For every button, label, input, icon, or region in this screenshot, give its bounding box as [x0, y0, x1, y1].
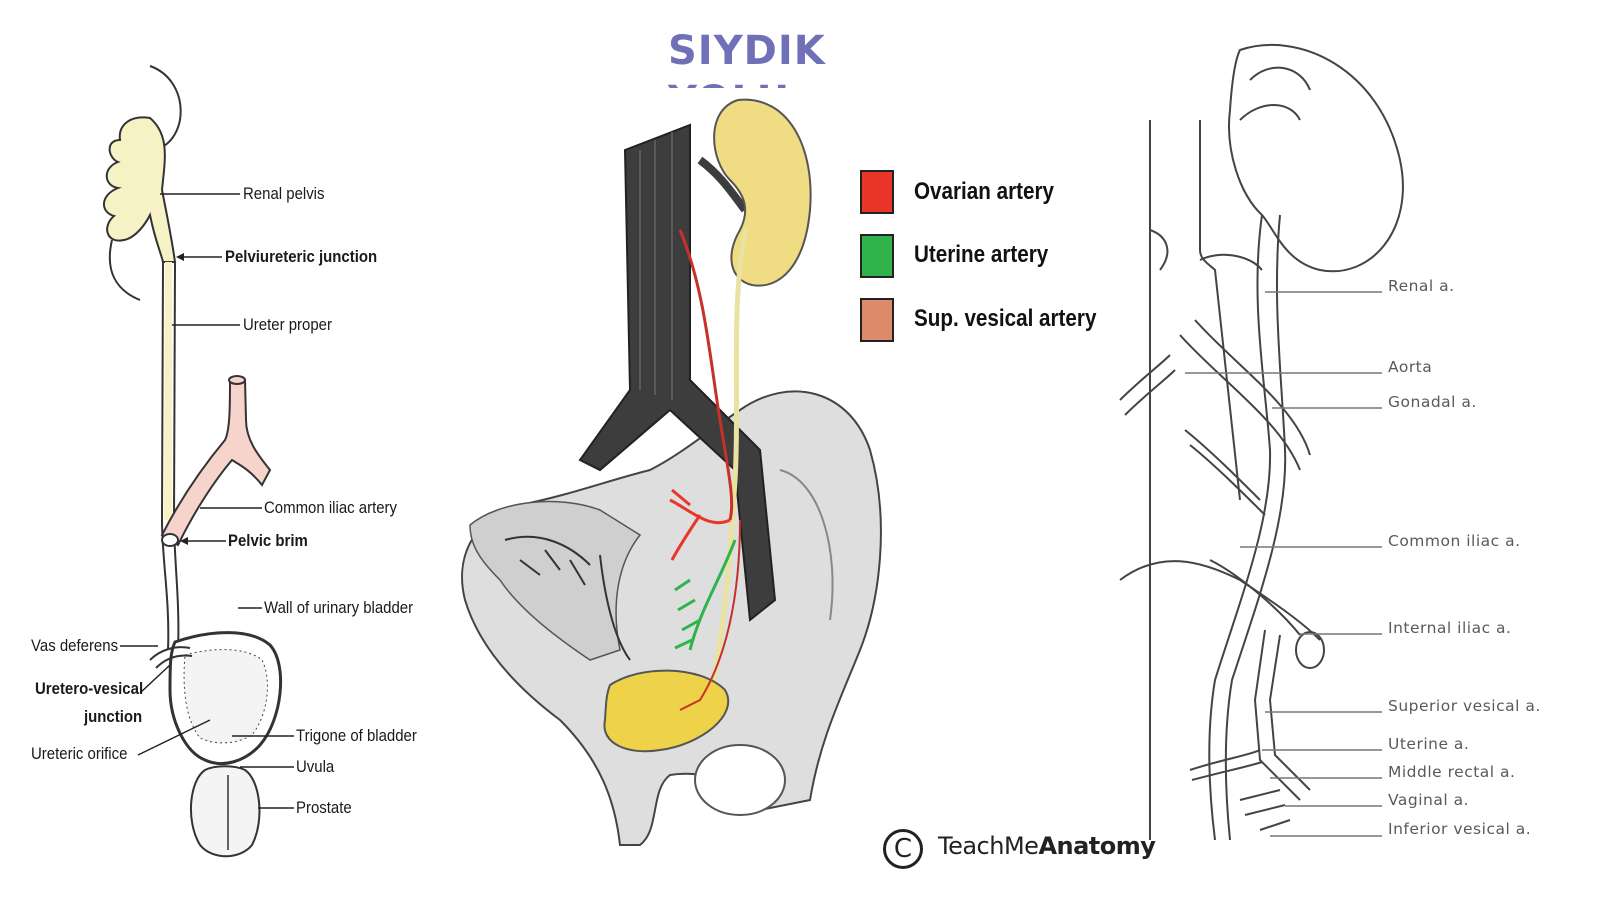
common-iliac-artery: [160, 379, 272, 547]
sup-vesical-artery: [679, 519, 741, 711]
label-common-iliac-artery: Common iliac artery: [264, 498, 398, 517]
label-renal-a: Renal a.: [1388, 277, 1455, 295]
label-common-iliac-a: Common iliac a.: [1388, 532, 1521, 550]
ureter-diagram: [103, 65, 294, 858]
label-superior-vesical-a: Superior vesical a.: [1388, 697, 1541, 715]
legend-label-uterine: Uterine artery: [914, 241, 1049, 268]
kidney: [713, 98, 812, 287]
label-aorta: Aorta: [1388, 358, 1433, 376]
label-uretero-vesical: Uretero-vesical: [35, 679, 144, 698]
pelvic-bone: [461, 390, 882, 846]
credit-brand: Anatomy: [1038, 832, 1156, 860]
vas-deferens: [149, 646, 193, 669]
legend-label-ovarian: Ovarian artery: [914, 178, 1054, 205]
label-inferior-vesical-a: Inferior vesical a.: [1388, 820, 1532, 838]
label-ureter-proper: Ureter proper: [243, 315, 332, 334]
label-pelviureteric-junction: Pelviureteric junction: [225, 247, 378, 266]
label-middle-rectal-a: Middle rectal a.: [1388, 763, 1516, 781]
label-uterine-a: Uterine a.: [1388, 735, 1470, 753]
pelvic-arteries-illustration: [461, 98, 882, 846]
label-gonadal-a: Gonadal a.: [1388, 393, 1477, 411]
legend-swatch-ovarian: [860, 170, 894, 214]
legend-swatch-uterine: [860, 234, 894, 278]
label-vas-deferens: Vas deferens: [31, 636, 119, 655]
legend-label-sup-vesical: Sup. vesical artery: [914, 305, 1097, 332]
label-wall-of-urinary-bladder: Wall of urinary bladder: [264, 598, 414, 617]
prostate: [189, 765, 261, 858]
aorta: [578, 123, 777, 622]
copyright-icon: C: [883, 829, 923, 869]
label-ureteric-orifice: Ureteric orifice: [31, 744, 128, 763]
legend-swatch-sup-vesical: [860, 298, 894, 342]
page-title: SIYDIK YOLU: [668, 28, 826, 88]
label-vaginal-a: Vaginal a.: [1388, 791, 1470, 809]
bladder-middle: [603, 669, 730, 753]
label-internal-iliac-a: Internal iliac a.: [1388, 619, 1512, 637]
kidney-outline: [108, 65, 182, 301]
ureter-arterial-supply-diagram: [1119, 44, 1404, 841]
label-uvula: Uvula: [296, 757, 335, 776]
label-trigone-of-bladder: Trigone of bladder: [296, 726, 417, 745]
label-renal-pelvis: Renal pelvis: [243, 184, 325, 203]
aorta-right: [1149, 120, 1241, 840]
kidney-outline-right: [1228, 44, 1404, 273]
ovarian-artery: [678, 229, 734, 521]
ureter-middle: [709, 229, 749, 691]
ureter-right: [1208, 214, 1287, 841]
credit-prefix: TeachMe: [938, 832, 1039, 860]
label-pelvic-brim: Pelvic brim: [228, 531, 308, 550]
teachmeanatomy-credit: TeachMeAnatomy: [938, 832, 1156, 860]
label-prostate: Prostate: [296, 798, 352, 817]
label-uretero-vesical-junction: junction: [84, 707, 143, 726]
uterine-artery: [674, 539, 737, 651]
renal-pelvis-shape: [103, 116, 177, 263]
